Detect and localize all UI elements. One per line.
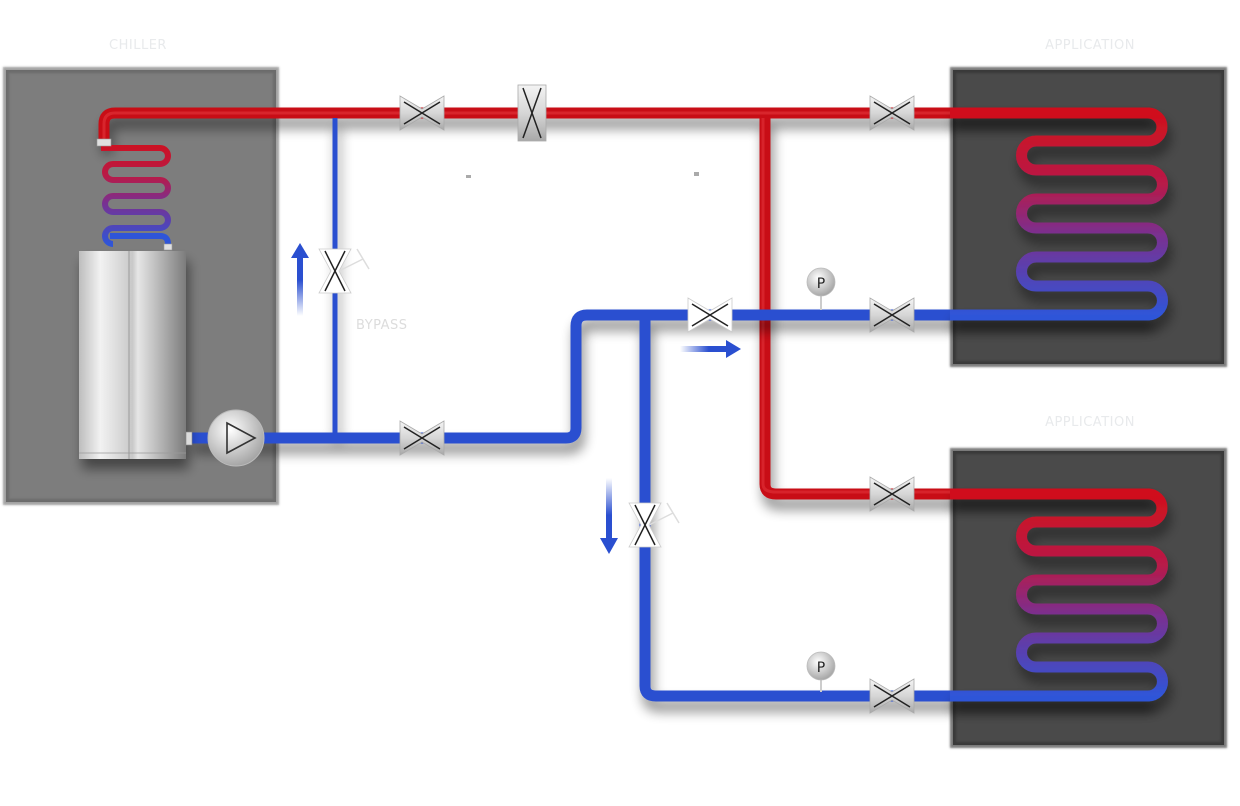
svg-text:P: P: [817, 660, 825, 676]
application-2-supply-valve[interactable]: [869, 476, 915, 512]
tank-outlet-fitting: [185, 431, 193, 446]
application-1-coil: [950, 107, 1168, 321]
pressure-gauge-application-2[interactable]: P: [806, 651, 836, 692]
return-branch-valve[interactable]: [687, 297, 733, 333]
branch-control-valve[interactable]: [628, 502, 680, 548]
valve-icon: [403, 101, 441, 125]
pressure-gauge-icon: [806, 651, 836, 681]
bypass-control-valve[interactable]: [318, 248, 370, 294]
valve-icon: [873, 684, 911, 708]
valve-icon: [403, 426, 441, 450]
actuated-valve-icon: [324, 250, 346, 292]
coil-fitting-icon: [96, 138, 112, 147]
flow-arrow-down-icon: [600, 478, 618, 554]
chiller-evaporator-coil: [96, 138, 173, 251]
application-2-return-valve[interactable]: [869, 678, 915, 714]
chiller-tank: [79, 251, 186, 459]
pressure-gauge-application-1[interactable]: P: [806, 267, 836, 310]
flow-arrow-up-icon: [291, 243, 309, 316]
return-main-valve[interactable]: [399, 420, 445, 456]
strainer-valve[interactable]: [517, 84, 547, 142]
valve-icon: [873, 101, 911, 125]
application-2-label: APPLICATION: [1045, 415, 1135, 430]
application-2-coil: [950, 488, 1168, 702]
pump[interactable]: [207, 409, 265, 467]
flow-arrow-right-icon: [680, 340, 741, 358]
pressure-gauge-icon: [806, 267, 836, 297]
chiller-label: CHILLER: [109, 38, 167, 53]
supply-pipe-highlight: [102, 111, 950, 494]
pump-icon: [226, 421, 257, 455]
svg-text:P: P: [817, 276, 825, 292]
marker: [694, 172, 699, 176]
valve-icon: [873, 482, 911, 506]
actuated-valve-icon: [634, 504, 656, 546]
application-1-return-valve[interactable]: [869, 297, 915, 333]
marker: [466, 175, 471, 178]
valve-icon: [522, 87, 542, 139]
application-1-supply-valve[interactable]: [869, 95, 915, 131]
bypass-label: BYPASS: [356, 318, 408, 333]
valve-icon: [873, 303, 911, 327]
supply-main-valve[interactable]: [399, 95, 445, 131]
application-1-label: APPLICATION: [1045, 38, 1135, 53]
valve-icon: [691, 303, 729, 327]
